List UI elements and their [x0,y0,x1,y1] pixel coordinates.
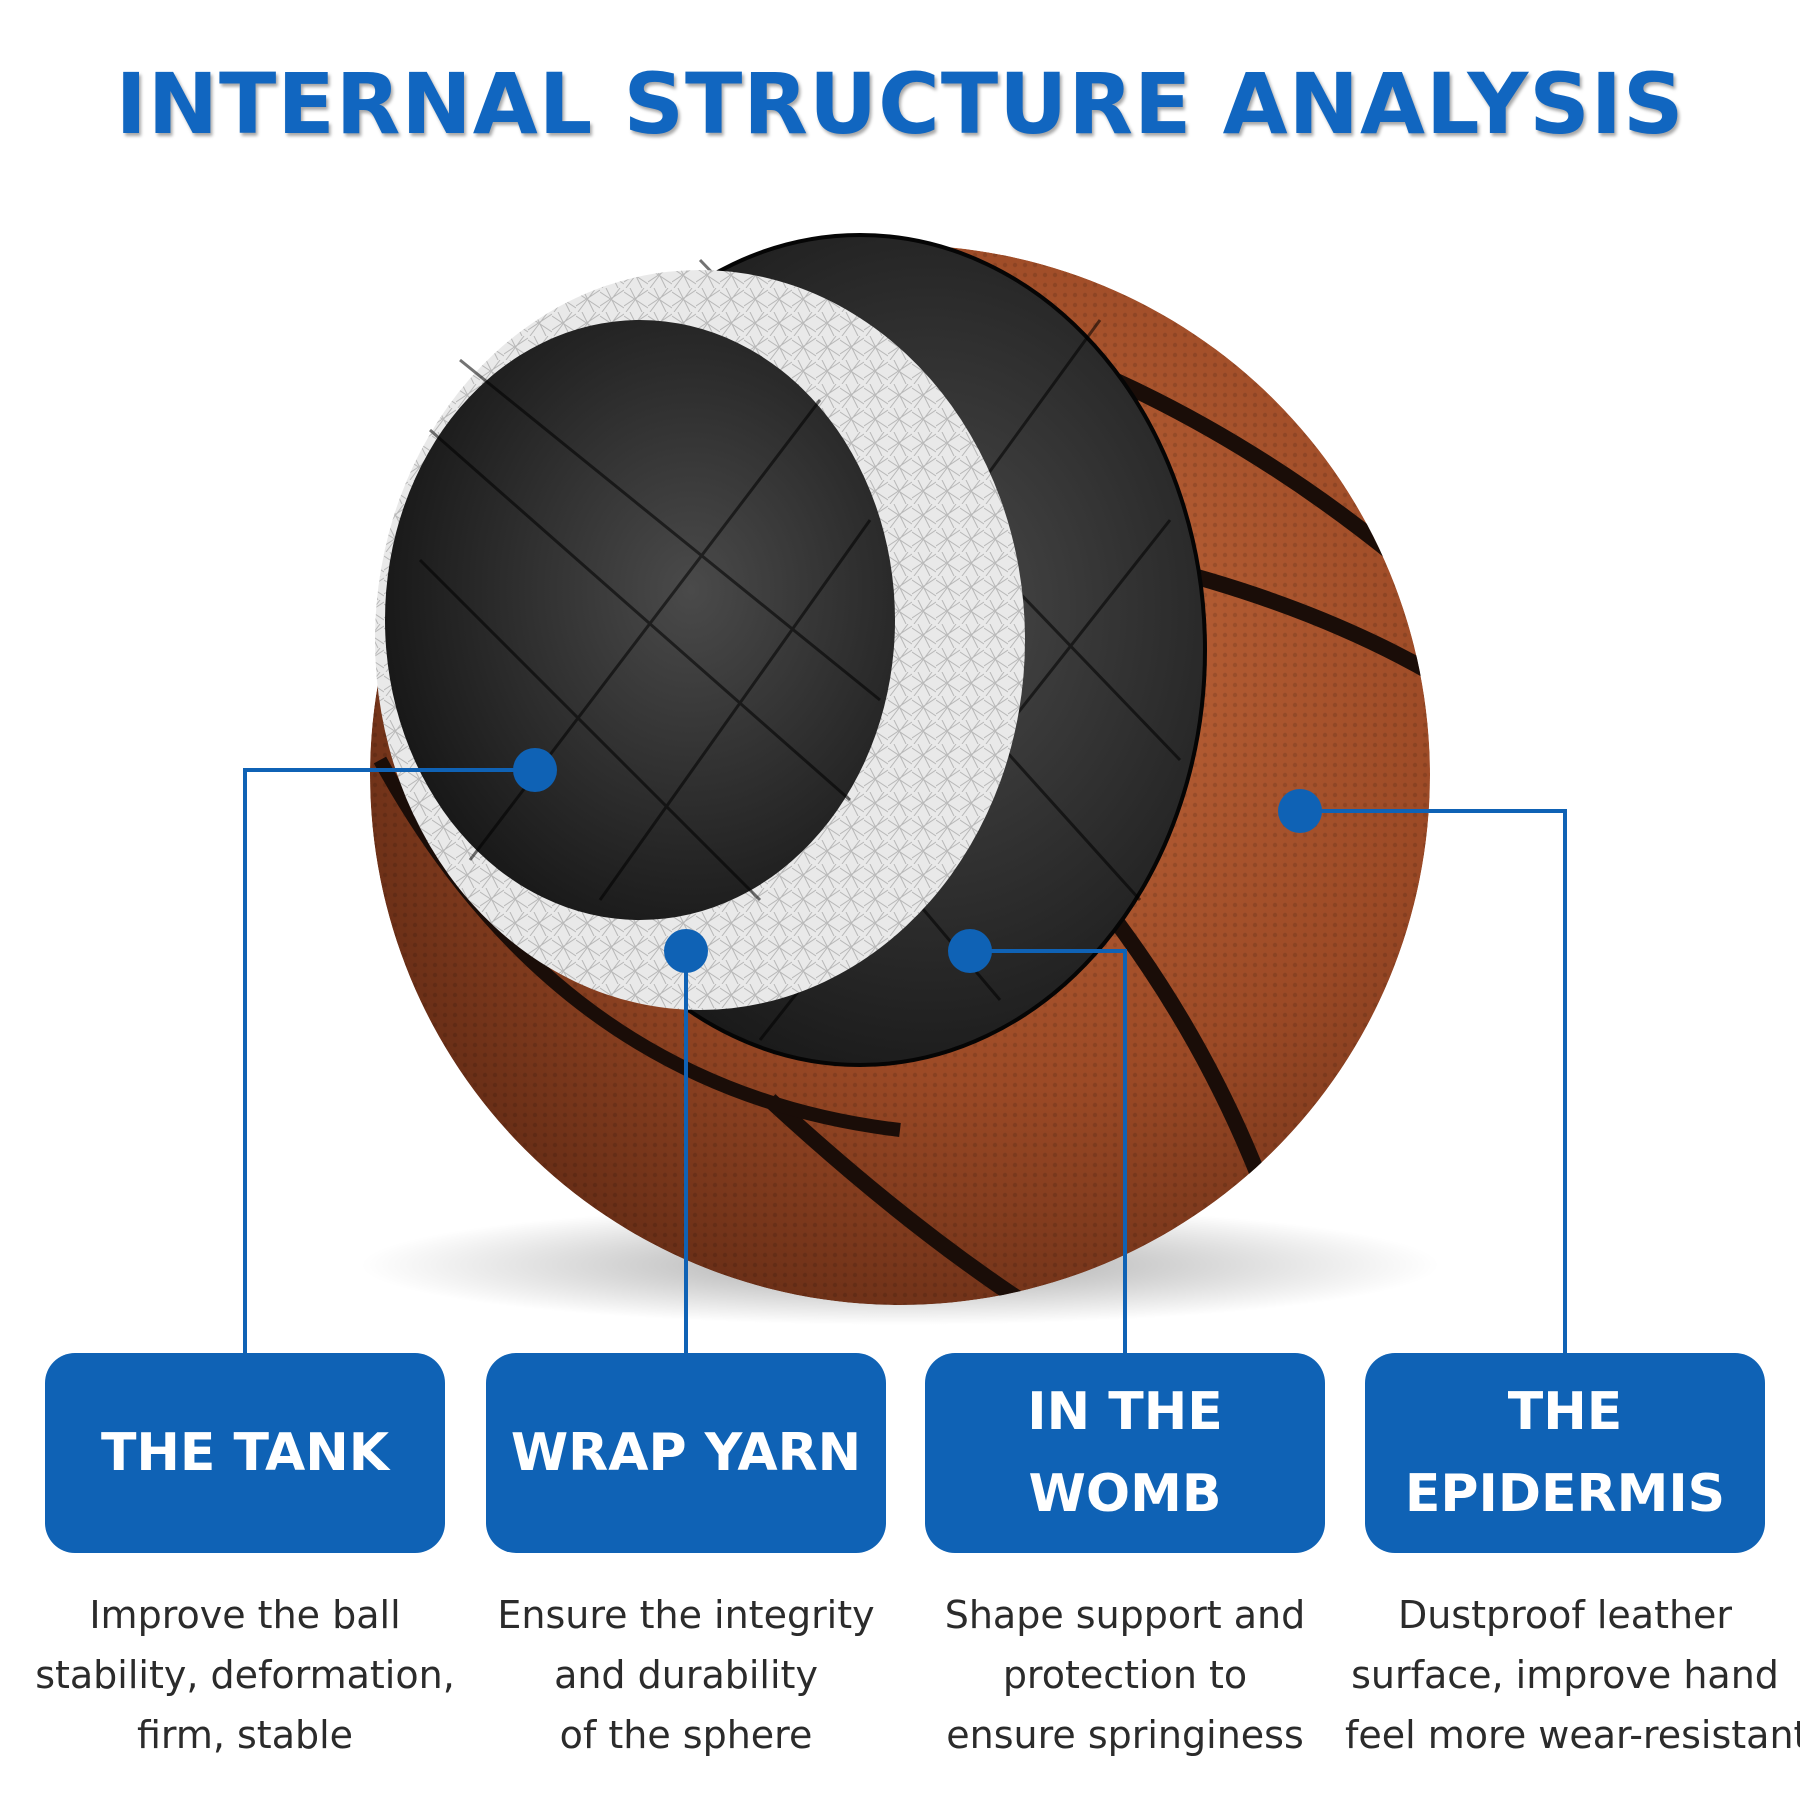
desc-line: feel more wear-resistant [1345,1713,1800,1757]
card-label: THE TANK [100,1423,390,1483]
card-label-line-1: THE [1507,1382,1623,1442]
desc-line: stability, deformation, [35,1653,455,1697]
desc-the-tank: Improve the ball stability, deformation,… [25,1585,465,1765]
desc-line: Dustproof leather [1397,1593,1733,1637]
desc-wrap-yarn: Ensure the integrity and durability of t… [466,1585,906,1765]
desc-line: ensure springiness [946,1713,1304,1757]
card-label-line-2: WOMB [1028,1464,1222,1524]
wrap-yarn-marker [664,929,708,973]
desc-line: Shape support and [944,1593,1306,1637]
page-title: INTERNAL STRUCTURE ANALYSIS [115,55,1685,153]
desc-the-epidermis: Dustproof leather surface, improve hand … [1345,1585,1800,1765]
tank-core [385,320,895,920]
card-the-epidermis: THE EPIDERMIS [1365,1353,1765,1553]
epidermis-marker [1278,789,1322,833]
desc-line: Ensure the integrity [497,1593,875,1637]
card-the-tank: THE TANK [45,1353,445,1553]
tank-marker [513,748,557,792]
card-wrap-yarn: WRAP YARN [486,1353,886,1553]
card-label-line-1: IN THE [1027,1382,1223,1442]
card-label-line-2: EPIDERMIS [1404,1464,1726,1524]
desc-line: firm, stable [136,1713,354,1757]
desc-line: of the sphere [559,1713,813,1757]
callout-dots [513,748,1322,973]
callout-lines [243,768,1567,1355]
desc-in-the-womb: Shape support and protection to ensure s… [905,1585,1345,1765]
card-in-the-womb: IN THE WOMB [925,1353,1325,1553]
womb-marker [948,929,992,973]
card-label: WRAP YARN [510,1423,862,1483]
desc-line: surface, improve hand [1351,1653,1779,1697]
desc-line: protection to [1002,1653,1248,1697]
desc-line: Improve the ball [89,1593,401,1637]
desc-line: and durability [554,1653,818,1697]
